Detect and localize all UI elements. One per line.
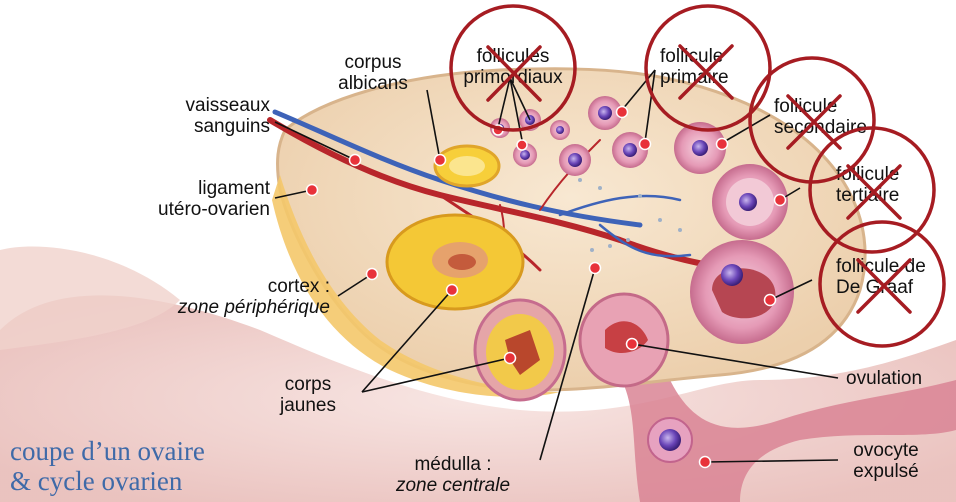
cross-out-follicules-primordiaux [451, 6, 575, 130]
cross-out-follicule-de-graaf [820, 222, 944, 346]
cross-out-follicule-secondaire [750, 58, 874, 182]
